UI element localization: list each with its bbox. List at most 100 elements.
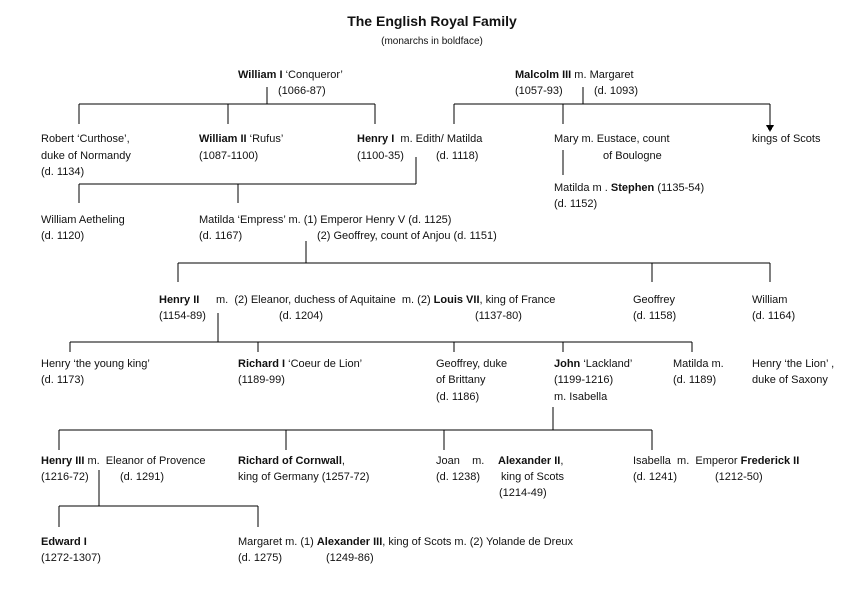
- geoffrey-brittany-2: of Brittany: [436, 374, 486, 386]
- monarch-name: Alexander III: [316, 536, 383, 548]
- alexander3-reign: (1249-86): [326, 552, 374, 564]
- spouse: m. Eleanor of Provence: [84, 455, 206, 467]
- node-john: John ‘Lackland’: [554, 357, 632, 371]
- henry3-branch: [58, 470, 259, 527]
- henry2-reign: (1154-89): [159, 310, 206, 322]
- matilda-m-death: (d. 1189): [673, 374, 717, 386]
- monarch-name: William II: [199, 133, 247, 145]
- node-william1: William I ‘Conqueror’: [238, 68, 343, 82]
- epithet: ‘Conqueror’: [282, 69, 343, 81]
- william1-branch: [78, 87, 376, 124]
- eleanor: m. (2) Eleanor, duchess of Aquitaine m. …: [216, 294, 434, 306]
- isabella: Isabella m. Emperor: [633, 455, 741, 467]
- john-spouse: m. Isabella: [554, 391, 608, 403]
- epithet: ‘Coeur de Lion’: [285, 358, 363, 370]
- edward1-reign: (1272-1307): [41, 552, 101, 564]
- node-margaret: Margaret m. (1) Alexander III, king of S…: [238, 535, 573, 549]
- arrow-down-icon: [766, 125, 774, 132]
- matilda-branch: [177, 241, 771, 282]
- geoffrey: Geoffrey: [633, 294, 675, 306]
- geoffrey-brittany-1: Geoffrey, duke: [436, 358, 508, 370]
- william: William: [752, 294, 788, 306]
- matilda-empress-death: (d. 1167): [199, 230, 243, 242]
- geoffrey-death: (d. 1158): [633, 310, 677, 322]
- alexander2-reign: (1214-49): [499, 487, 547, 499]
- mary-line1: Mary m. Eustace, count: [554, 133, 670, 145]
- node-william2: William II ‘Rufus’: [199, 132, 283, 146]
- comma: ,: [560, 455, 564, 467]
- spouse: m. Edith/ Matilda: [394, 133, 483, 145]
- louis-reign: (1137-80): [475, 310, 522, 322]
- spouse: Matilda m .: [554, 182, 611, 194]
- louis-title: , king of France: [479, 294, 556, 306]
- joan: Joan m.: [436, 455, 485, 467]
- henry1-branch: [78, 157, 417, 203]
- mary-line2: of Boulogne: [603, 150, 662, 162]
- malcolm-branch: [453, 87, 774, 132]
- monarch-name: Richard I: [238, 358, 286, 370]
- henry-young-death: (d. 1173): [41, 374, 85, 386]
- monarch-name: Stephen: [610, 182, 655, 194]
- monarch-name: Louis VII: [433, 294, 480, 306]
- matilda-death: (d. 1152): [554, 198, 598, 210]
- margaret: Margaret m. (1): [238, 536, 317, 548]
- node-edward1: Edward I: [41, 535, 87, 549]
- henry-lion: Henry ‘the Lion’ ,: [752, 358, 835, 370]
- margaret-death: (d. 1093): [594, 85, 639, 97]
- malcolm-reign: (1057-93): [515, 85, 563, 97]
- node-henry2: Henry II: [159, 293, 199, 307]
- edith-death: (d. 1118): [436, 150, 479, 162]
- monarch-name: John: [554, 358, 581, 370]
- comma: ,: [341, 455, 345, 467]
- kings-of-scots: kings of Scots: [752, 133, 821, 145]
- henry2-marriages: m. (2) Eleanor, duchess of Aquitaine m. …: [216, 293, 555, 307]
- richard-cornwall-title: king of Germany (1257-72): [238, 471, 370, 483]
- monarch-name: Edward I: [41, 536, 87, 548]
- margaret-death: (d. 1275): [238, 552, 283, 564]
- william-aetheling: William Aetheling: [41, 214, 125, 226]
- robert-line1: Robert ‘Curthose’,: [41, 133, 130, 145]
- john-branch: [58, 407, 653, 450]
- node-matilda-stephen: Matilda m . Stephen (1135-54): [554, 181, 704, 195]
- reign: (1135-54): [654, 182, 705, 194]
- william-aetheling-death: (d. 1120): [41, 230, 85, 242]
- monarch-name: Henry III: [41, 455, 85, 467]
- node-malcolm: Malcolm III m. Margaret: [515, 68, 634, 82]
- node-alexander2: Alexander II,: [498, 454, 563, 468]
- eleanor-provence-death: (d. 1291): [120, 471, 165, 483]
- monarch-name: Richard of Cornwall: [238, 455, 342, 467]
- william-death: (d. 1164): [752, 310, 796, 322]
- william2-reign: (1087-1100): [199, 150, 259, 162]
- robert-line3: (d. 1134): [41, 166, 85, 178]
- monarch-name: Henry I: [357, 133, 395, 145]
- frederick-reign: (1212-50): [715, 471, 763, 483]
- henry2-branch: [69, 313, 693, 352]
- eleanor-death: (d. 1204): [279, 310, 324, 322]
- monarch-name: Malcolm III: [515, 69, 572, 81]
- isabella-death: (d. 1241): [633, 471, 678, 483]
- henry-lion-title: duke of Saxony: [752, 374, 828, 386]
- epithet: ‘Lackland’: [580, 358, 633, 370]
- joan-death: (d. 1238): [436, 471, 481, 483]
- henry3-reign: (1216-72): [41, 471, 89, 483]
- monarch-name: William I: [238, 69, 283, 81]
- node-isabella: Isabella m. Emperor Frederick II: [633, 454, 799, 468]
- william1-reign: (1066-87): [278, 85, 326, 97]
- node-richard1: Richard I ‘Coeur de Lion’: [238, 357, 362, 371]
- epithet: ‘Rufus’: [246, 133, 284, 145]
- page-subtitle: (monarchs in boldface): [381, 36, 483, 47]
- matilda-m: Matilda m.: [673, 358, 724, 370]
- spouse: m. Margaret: [571, 69, 634, 81]
- henry-young-king: Henry ‘the young king’: [41, 358, 150, 370]
- node-henry3: Henry III m. Eleanor of Provence: [41, 454, 205, 468]
- node-richard-cornwall: Richard of Cornwall,: [238, 454, 345, 468]
- node-henry1: Henry I m. Edith/ Matilda: [357, 132, 482, 146]
- geoffrey-brittany-3: (d. 1186): [436, 391, 480, 403]
- monarch-name: Henry II: [159, 294, 200, 306]
- alexander2-title: king of Scots: [498, 471, 565, 483]
- robert-line2: duke of Normandy: [41, 150, 131, 162]
- henry1-reign: (1100-35): [357, 150, 404, 162]
- monarch-name: Alexander II: [498, 455, 561, 467]
- page-title: The English Royal Family: [347, 13, 517, 29]
